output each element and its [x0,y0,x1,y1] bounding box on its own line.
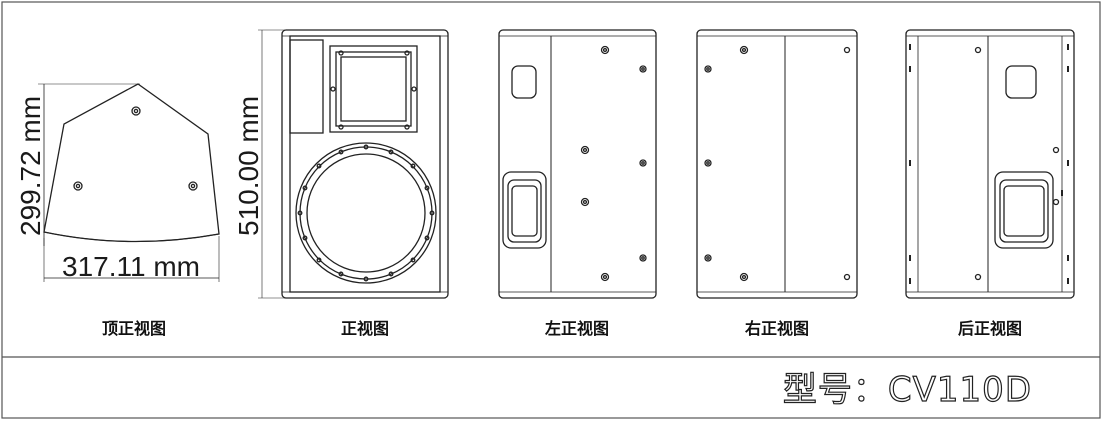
front-height-dimension-label: 510.00 mm [233,96,264,236]
top-view [38,83,220,282]
width-dimension-label: 317.11 mm [62,251,200,282]
left-view [498,29,657,299]
right-view-label: 右正视图 [744,319,810,338]
left-view-label: 左正视图 [544,319,610,338]
model-number: 型号：CV110D [782,362,1032,411]
model-value: CV110D [887,369,1032,410]
back-view-label: 后正视图 [957,319,1023,338]
top-view-label: 顶正视图 [101,319,167,338]
back-view [905,29,1075,299]
front-view-label: 正视图 [340,319,390,338]
model-label: 型号： [782,369,888,410]
right-view [696,29,858,299]
front-view [258,29,449,299]
height-dimension-label: 299.72 mm [15,96,46,236]
